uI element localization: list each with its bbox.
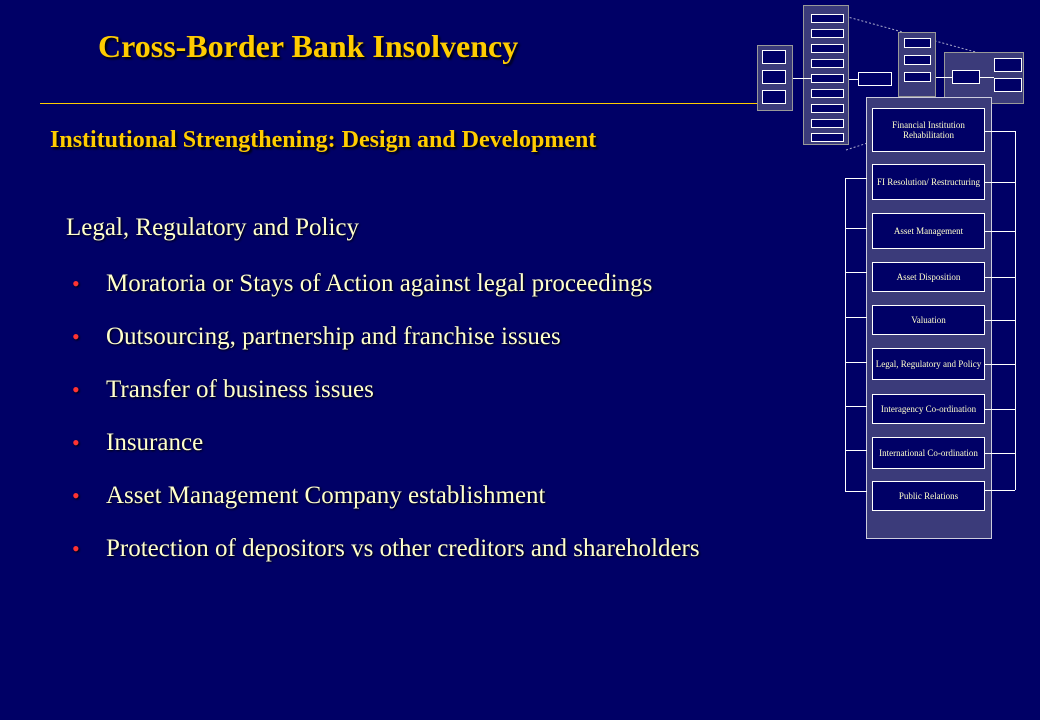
bullet-dot-icon: • [72, 536, 80, 561]
chart-connector [845, 272, 867, 273]
chart-connector [980, 77, 994, 78]
panel-item-asset-disposition: Asset Disposition [872, 262, 985, 292]
chart-box [811, 104, 844, 113]
chart-box [811, 59, 844, 68]
chart-connector [845, 450, 867, 451]
chart-connector [985, 277, 1015, 278]
panel-item-public-relations: Public Relations [872, 481, 985, 511]
chart-connector [985, 453, 1015, 454]
bullet-item: • Insurance [72, 425, 812, 461]
chart-box [858, 72, 892, 86]
chart-connector [845, 491, 867, 492]
chart-connector [793, 78, 811, 79]
bullet-text: Asset Management Company establishment [106, 482, 546, 509]
chart-box [994, 58, 1022, 72]
panel-spine [1015, 131, 1016, 490]
bullet-dot-icon: • [72, 271, 80, 296]
bullet-item: • Moratoria or Stays of Action against le… [72, 266, 812, 302]
panel-item-fi-resolution: FI Resolution/ Restructuring [872, 164, 985, 200]
chart-box [904, 72, 931, 82]
chart-box [811, 74, 844, 83]
bullet-text: Protection of depositors vs other credit… [106, 535, 700, 562]
panel-item-valuation: Valuation [872, 305, 985, 335]
bullet-text: Outsourcing, partnership and franchise i… [106, 323, 561, 350]
bullet-text: Insurance [106, 429, 204, 456]
chart-connector [845, 178, 867, 179]
bullet-item: • Asset Management Company establishment [72, 478, 812, 514]
chart-connector [985, 231, 1015, 232]
chart-connector [936, 77, 952, 78]
chart-box [994, 78, 1022, 92]
chart-connector [845, 406, 867, 407]
chart-box [811, 44, 844, 53]
panel-item-legal: Legal, Regulatory and Policy [872, 348, 985, 380]
page-title: Cross-Border Bank Insolvency [98, 28, 519, 64]
chart-connector [985, 182, 1015, 183]
chart-box [811, 119, 844, 128]
chart-connector [849, 79, 858, 80]
chart-connector [985, 320, 1015, 321]
panel-item-asset-management: Asset Management [872, 213, 985, 249]
chart-box [811, 29, 844, 38]
chart-box [811, 89, 844, 98]
chart-box [904, 38, 931, 48]
chart-connector [845, 317, 867, 318]
chart-box [762, 50, 786, 64]
bullet-text: Moratoria or Stays of Action against leg… [106, 270, 653, 297]
page-subtitle: Institutional Strengthening: Design and … [50, 127, 597, 153]
chart-connector [985, 490, 1015, 491]
chart-connector [845, 362, 867, 363]
title-rule [40, 103, 770, 104]
bullet-item: • Transfer of business issues [72, 372, 812, 408]
chart-connector [985, 364, 1015, 365]
chart-box [811, 14, 844, 23]
bullet-text: Transfer of business issues [106, 376, 374, 403]
panel-item-international: International Co-ordination [872, 437, 985, 469]
panel-item-interagency: Interagency Co-ordination [872, 394, 985, 424]
chart-connector [845, 228, 867, 229]
section-heading: Legal, Regulatory and Policy [66, 214, 359, 241]
chart-connector [985, 131, 1015, 132]
panel-item-fi-rehabilitation: Financial Institution Rehabilitation [872, 108, 985, 152]
chart-box [952, 70, 980, 84]
bullet-dot-icon: • [72, 324, 80, 349]
bullet-dot-icon: • [72, 377, 80, 402]
bullet-dot-icon: • [72, 430, 80, 455]
chart-connector [985, 409, 1015, 410]
chart-box [811, 133, 844, 142]
panel-spine-left [845, 178, 846, 492]
chart-box [904, 55, 931, 65]
chart-box [762, 90, 786, 104]
bullet-dot-icon: • [72, 483, 80, 508]
bullet-list: • Moratoria or Stays of Action against le… [72, 266, 812, 584]
bullet-item: • Protection of depositors vs other credi… [72, 531, 812, 567]
bullet-item: • Outsourcing, partnership and franchise … [72, 319, 812, 355]
chart-box [762, 70, 786, 84]
